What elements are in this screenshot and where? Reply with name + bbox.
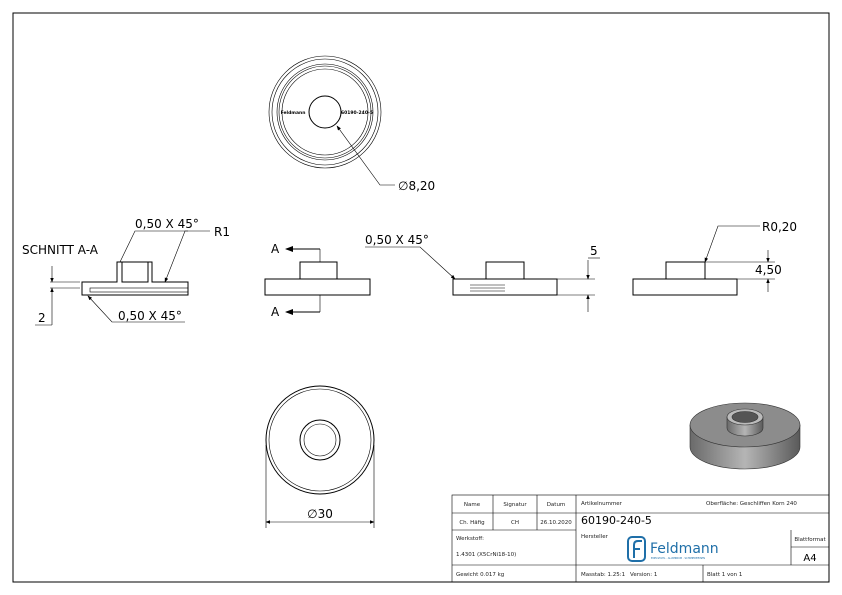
section-radius: R1 [214, 225, 230, 239]
name-header: Name [464, 502, 481, 508]
section-chamfer-top: 0,50 X 45° [135, 217, 199, 231]
bottom-view: ∅30 [265, 385, 375, 528]
sheet-format: A4 [803, 553, 816, 564]
side-view: 0,50 X 45° 5 [365, 233, 600, 312]
date-header: Datum [547, 502, 566, 508]
side-height-dimension: 5 [590, 244, 598, 258]
logo-text: Feldmann [650, 541, 719, 557]
drafter-name: Ch. Häfig [459, 520, 484, 526]
right-height-dimension: 4,50 [755, 263, 782, 277]
hole-diameter-dimension: ∅8,20 [398, 179, 435, 193]
version: Version: 1 [630, 572, 657, 578]
material-label: Werkstoff: [456, 536, 484, 542]
drawing-frame [12, 12, 830, 583]
article-label: Artikelnummer [581, 501, 623, 507]
right-view: R0,20 4,50 [632, 220, 797, 296]
section-height-dimension: 2 [38, 311, 46, 325]
weight: Gewicht 0.017 kg [456, 572, 504, 578]
scale: Masstab: 1.25:1 [581, 572, 625, 578]
format-label: Blattformat [794, 537, 826, 543]
material: 1.4301 (X5CrNi18-10) [456, 552, 516, 558]
manufacturer-label: Hersteller [581, 534, 609, 540]
section-marker-bottom: A [271, 305, 280, 319]
logo-tagline: EDELSTAHL · ALUMINIUM · SCHMIEDEEISEN [651, 556, 705, 560]
feldmann-logo: Feldmann EDELSTAHL · ALUMINIUM · SCHMIED… [627, 536, 719, 562]
signature: CH [511, 520, 519, 526]
engraving-brand: Feldmann [281, 110, 306, 116]
date: 26.10.2020 [540, 520, 572, 526]
section-chamfer-bottom: 0,50 X 45° [118, 309, 182, 323]
article-number: 60190-240-5 [581, 514, 652, 527]
section-title: SCHNITT A-A [22, 243, 99, 257]
surface-finish: Oberfläche: Geschliffen Korn 240 [706, 501, 797, 507]
outer-diameter-dimension: ∅30 [307, 507, 333, 521]
signature-header: Signatur [503, 502, 527, 508]
title-block: Name Signatur Datum Ch. Häfig CH 26.10.2… [451, 494, 830, 583]
engraving-article: 60190-240-5 [341, 110, 373, 116]
front-view: A A [264, 242, 371, 319]
sheet-number: Blatt 1 von 1 [707, 572, 742, 578]
isometric-view [689, 402, 801, 470]
section-marker-top: A [271, 242, 280, 256]
top-view: Feldmann 60190-240-5 ∅8,20 [268, 55, 435, 193]
right-radius-dimension: R0,20 [762, 220, 797, 234]
side-chamfer-dimension: 0,50 X 45° [365, 233, 429, 247]
section-view: SCHNITT A-A R1 0,50 X 45° 0,50 X 45° 2 [22, 217, 230, 326]
